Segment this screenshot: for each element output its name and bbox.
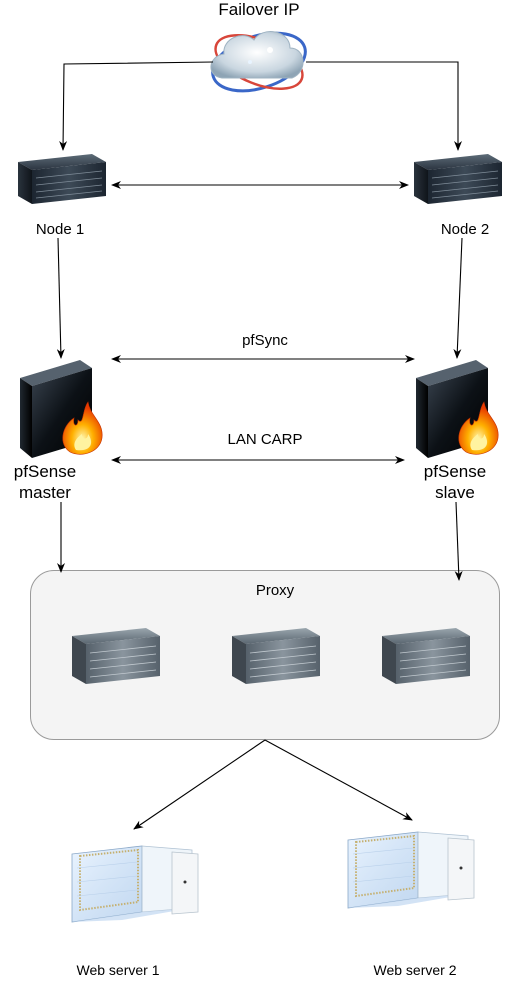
proxy-server-2-icon — [231, 627, 321, 685]
edge-proxy-web1 — [133, 739, 266, 830]
node-2-label: Node 2 — [440, 221, 490, 238]
node-1-label: Node 1 — [35, 221, 85, 238]
edge-node1-master — [56, 237, 65, 359]
proxy-server-1-icon — [71, 627, 161, 685]
proxy-label: Proxy — [255, 582, 295, 599]
pfsync-link-label: pfSync — [242, 332, 288, 349]
pfsense-master-label-line1: pfSense — [13, 462, 77, 481]
pfsense-slave-label-line2: slave — [435, 483, 475, 502]
cloud-globe-icon — [210, 31, 307, 93]
edge-slave-proxy — [454, 501, 463, 581]
edge-node2-slave — [453, 237, 463, 359]
node-1-server-icon — [17, 153, 107, 205]
web-server-2-icon — [347, 831, 475, 909]
pfsense-master-firewall-icon — [19, 359, 103, 459]
failover-ip-label: Failover IP — [218, 0, 300, 19]
web-server-1-icon — [71, 845, 199, 923]
edge-failover-node2 — [306, 61, 462, 151]
proxy-server-3-icon — [381, 627, 471, 685]
pfsense-slave-label-line1: pfSense — [423, 462, 487, 481]
lan-carp-link-label: LAN CARP — [227, 431, 303, 448]
pfsense-slave-firewall-icon — [415, 359, 499, 459]
node-2-server-icon — [413, 153, 503, 205]
edge-proxy-web2 — [264, 739, 413, 821]
connectors — [56, 61, 463, 830]
edge-failover-node1 — [59, 61, 214, 151]
web-server-1-label: Web server 1 — [76, 962, 160, 978]
web-server-2-label: Web server 2 — [373, 962, 457, 978]
pfsense-master-label-line2: master — [19, 483, 71, 502]
